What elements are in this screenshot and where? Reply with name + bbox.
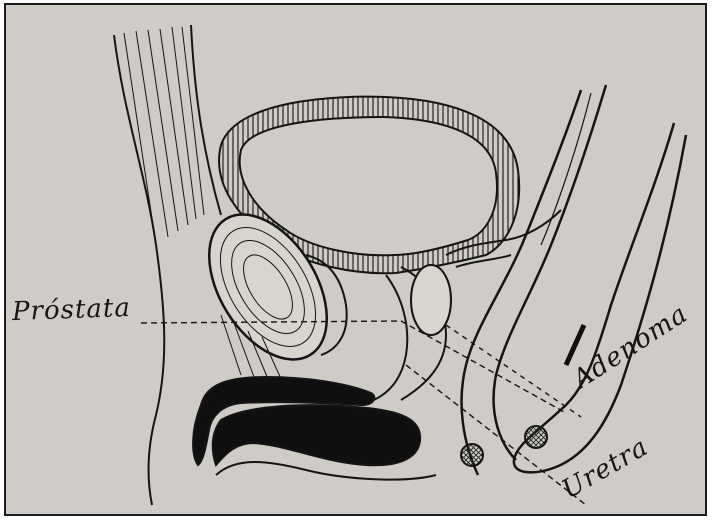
anatomy-illustration: Próstata Adenoma Uretra xyxy=(4,3,707,516)
corpus-shapes xyxy=(193,377,436,480)
prostata-label: Próstata xyxy=(12,293,132,327)
adenoma-leader-line xyxy=(446,325,581,417)
anatomy-drawing xyxy=(6,5,707,516)
